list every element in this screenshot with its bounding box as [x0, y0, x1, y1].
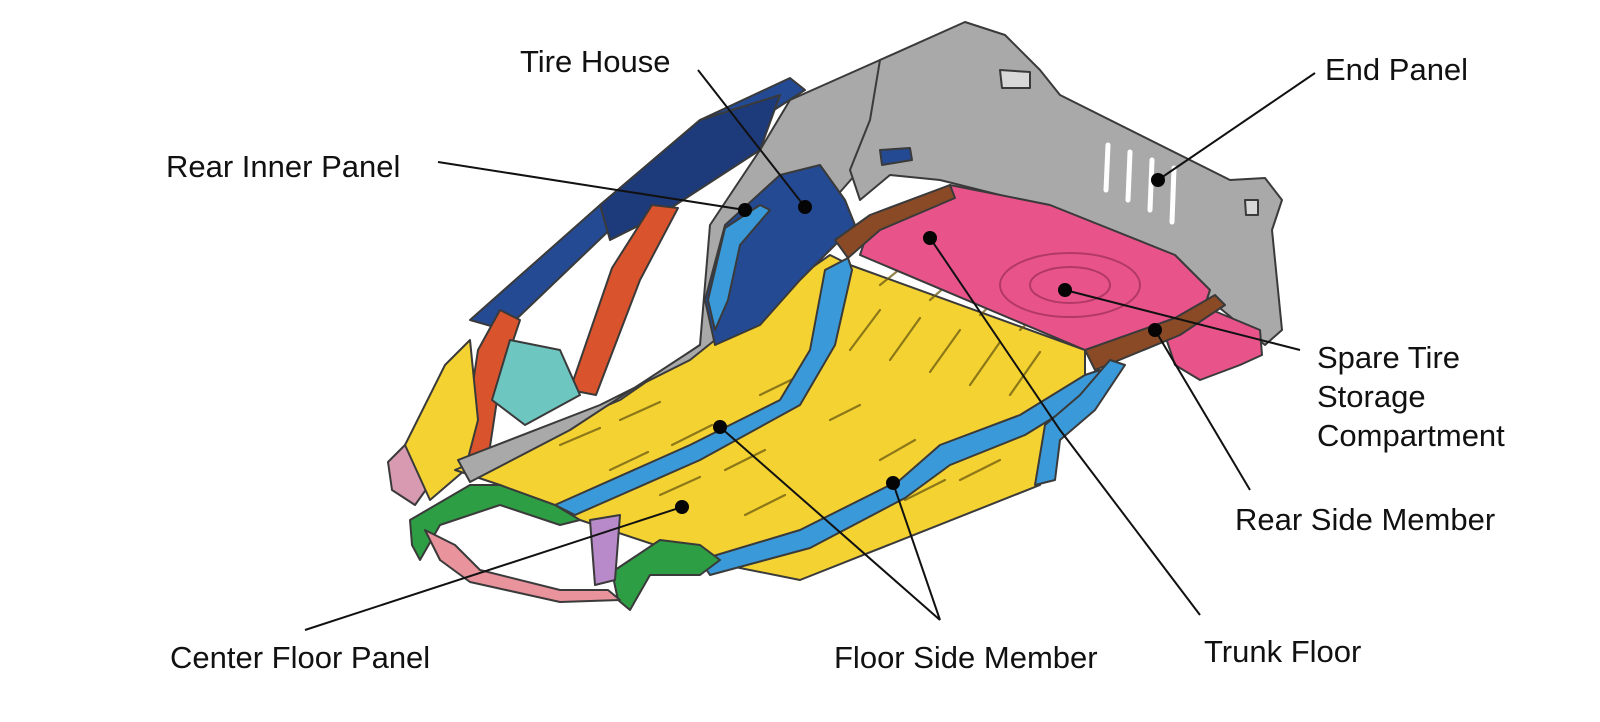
- label-spare-tire-line3: Compartment: [1317, 418, 1505, 453]
- leader-spare-tire: [1064, 289, 1301, 351]
- label-center-floor-panel: Center Floor Panel: [170, 640, 431, 675]
- end-panel-slots: [1103, 142, 1177, 225]
- dot-rear-side-member: [1148, 323, 1162, 337]
- label-trunk-floor: Trunk Floor: [1204, 634, 1362, 669]
- end-panel-tab: [999, 69, 1031, 89]
- leader-tire-house: [697, 69, 806, 208]
- label-spare-tire-line1: Spare Tire: [1317, 340, 1461, 375]
- dot-tire-house: [798, 200, 812, 214]
- dot-floor-side-member-a: [713, 420, 727, 434]
- label-end-panel: End Panel: [1325, 52, 1469, 87]
- label-rear-inner-panel: Rear Inner Panel: [166, 149, 401, 184]
- leader-end-panel: [1157, 72, 1316, 181]
- spare-tire-well-inner: [1029, 266, 1111, 304]
- leader-rear-inner-panel: [437, 161, 746, 211]
- leader-rear-side-member: [1154, 329, 1251, 491]
- label-rear-side-member: Rear Side Member: [1235, 502, 1496, 537]
- center-bracket: [589, 514, 621, 586]
- label-spare-tire-line2: Storage: [1317, 379, 1426, 414]
- front-rail-left: [409, 484, 581, 561]
- dash-panel: [491, 339, 581, 426]
- rear-arch-member: [1034, 359, 1126, 486]
- floor-side-member-left: [554, 257, 853, 516]
- leader-trunk-floor: [929, 237, 1201, 616]
- inner-wheel-lip: [707, 204, 771, 331]
- leader-floor-side-member-a: [719, 426, 941, 621]
- leader-center-floor-panel: [304, 506, 683, 631]
- quarter-vent: [879, 147, 913, 166]
- callout-dots: [675, 173, 1165, 514]
- label-tire-house: Tire House: [520, 44, 671, 79]
- dot-rear-inner-panel: [738, 203, 752, 217]
- leader-floor-side-member-b: [892, 482, 941, 621]
- front-rail-right: [611, 539, 721, 611]
- dot-trunk-floor: [923, 231, 937, 245]
- end-panel-tab-right: [1244, 199, 1259, 216]
- dot-center-floor-panel: [675, 500, 689, 514]
- leader-lines: [304, 69, 1316, 631]
- label-floor-side-member: Floor Side Member: [834, 640, 1098, 675]
- center-pillar: [569, 204, 679, 396]
- dot-floor-side-member-b: [886, 476, 900, 490]
- dot-end-panel: [1151, 173, 1165, 187]
- dot-spare-tire: [1058, 283, 1072, 297]
- front-crossmember: [424, 529, 621, 603]
- spare-tire-well: [999, 252, 1141, 318]
